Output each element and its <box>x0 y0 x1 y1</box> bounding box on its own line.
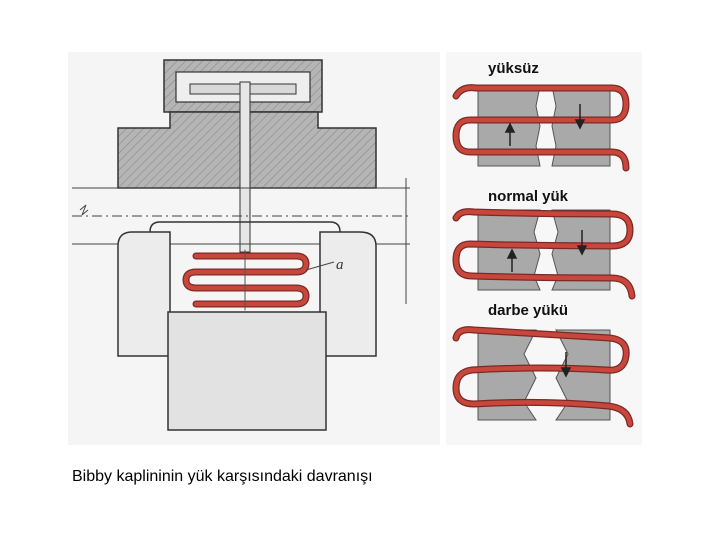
part-a-leader <box>305 261 335 271</box>
load-arrows <box>560 352 572 378</box>
grid-spring-coils <box>182 249 310 311</box>
panel-label-shock-load: darbe yükü <box>488 302 569 319</box>
lower-hub <box>167 311 327 431</box>
panel-normal-load <box>452 208 636 300</box>
load-arrows <box>504 104 586 146</box>
panel-shock-load <box>452 326 634 428</box>
center-shaft <box>239 81 251 253</box>
coupling-cross-section <box>68 52 440 445</box>
panel-label-normal-load: normal yük <box>488 188 569 205</box>
outer-sleeve <box>117 221 377 357</box>
load-arrows <box>506 230 588 272</box>
panel-no-load <box>452 84 630 172</box>
figure-caption: Bibby kaplininin yük karşısındaki davran… <box>72 468 373 485</box>
panel-label-no-load: yüksüz <box>488 60 539 77</box>
part-a-label: a <box>336 257 344 273</box>
behaviour-panels <box>446 52 642 445</box>
